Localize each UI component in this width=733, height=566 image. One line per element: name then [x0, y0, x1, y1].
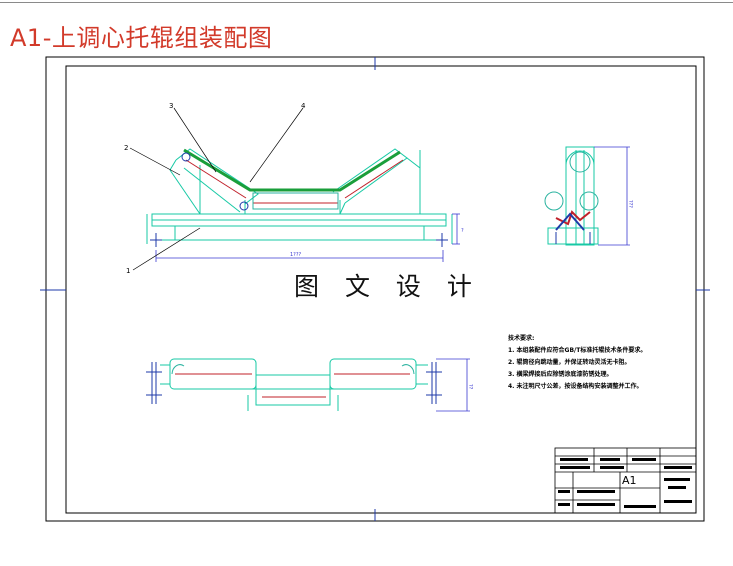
technical-note-item: 2. 辊筒径向跳动量，并保证转动灵活无卡阻。	[508, 359, 631, 366]
base-beam	[146, 150, 453, 244]
technical-note-item: 1. 本组装配件应符合GB/T标准托辊技术条件要求。	[508, 347, 647, 354]
belt-line	[183, 148, 401, 192]
top-height-dimension: ??	[467, 384, 473, 390]
part-label-4: 4	[301, 102, 306, 110]
side-height-dimension: ???	[627, 200, 633, 208]
leader-lines	[129, 107, 304, 271]
center-marks	[40, 57, 710, 521]
roller-axes	[185, 159, 404, 204]
front-view	[129, 107, 460, 271]
part-label-2: 2	[124, 144, 128, 152]
technical-note-item: 4. 未注明尺寸公差，按设备结构安装调整并工作。	[508, 383, 643, 390]
front-height-dimension: ?	[461, 228, 464, 234]
technical-note-item: 3. 横梁焊接后应除锈涂底漆防锈处理。	[508, 371, 613, 378]
watermark-text: 图 文 设 计	[294, 272, 481, 301]
part-label-3: 3	[169, 102, 173, 110]
front-width-dimension: 1???	[290, 252, 301, 258]
title-block-sheet-code: A1	[622, 474, 637, 487]
page-title: A1-上调心托辊组装配图	[10, 24, 273, 52]
title-block-fills	[558, 458, 692, 508]
technical-notes-heading: 技术要求:	[508, 335, 535, 342]
top-view	[146, 358, 470, 412]
title-block	[554, 447, 697, 514]
part-label-1: 1	[126, 267, 130, 275]
front-dimensions	[155, 213, 460, 262]
top-rule	[0, 2, 733, 3]
center-roller	[252, 192, 339, 210]
side-view	[544, 146, 630, 246]
right-bracket	[332, 148, 421, 215]
bolt-markers	[150, 152, 448, 247]
technical-notes: 技术要求: 1. 本组装配件应符合GB/T标准托辊技术条件要求。 2. 辊筒径向…	[508, 333, 646, 393]
